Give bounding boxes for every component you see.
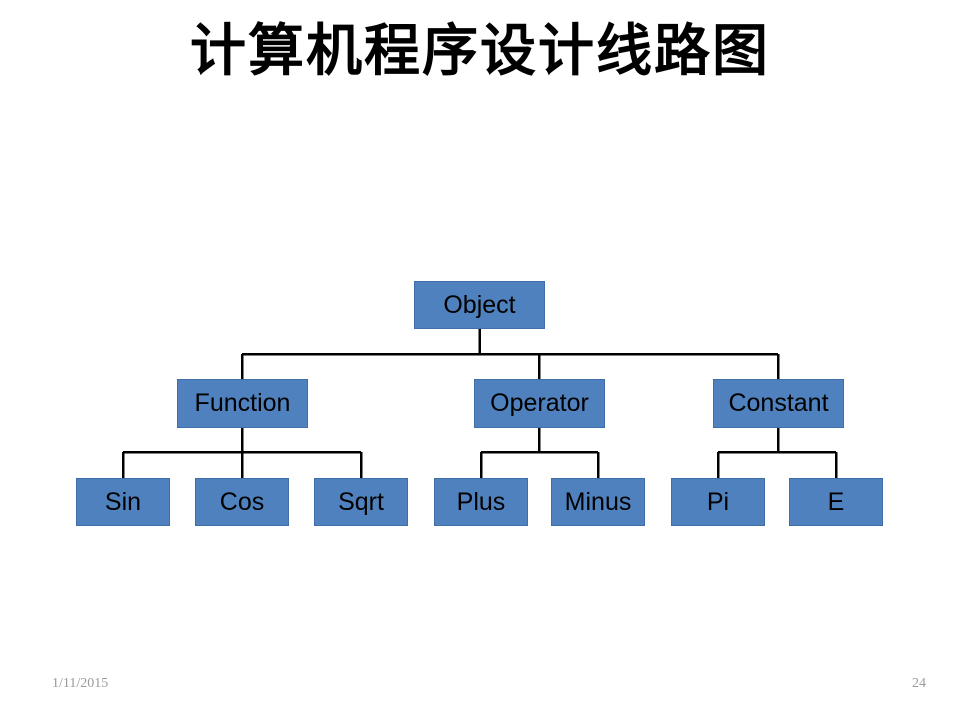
node-pi[interactable]: Pi [671, 478, 765, 526]
node-e[interactable]: E [789, 478, 883, 526]
node-plus[interactable]: Plus [434, 478, 528, 526]
page-title: 计算机程序设计线路图 [190, 18, 770, 84]
node-sqrt[interactable]: Sqrt [314, 478, 408, 526]
node-operator[interactable]: Operator [474, 379, 605, 428]
node-minus[interactable]: Minus [551, 478, 645, 526]
node-sin[interactable]: Sin [76, 478, 170, 526]
node-function[interactable]: Function [177, 379, 308, 428]
node-cos[interactable]: Cos [195, 478, 289, 526]
node-object[interactable]: Object [414, 281, 545, 329]
footer-date: 1/11/2015 [52, 676, 109, 691]
footer-page-number: 24 [912, 676, 926, 691]
node-constant[interactable]: Constant [713, 379, 844, 428]
